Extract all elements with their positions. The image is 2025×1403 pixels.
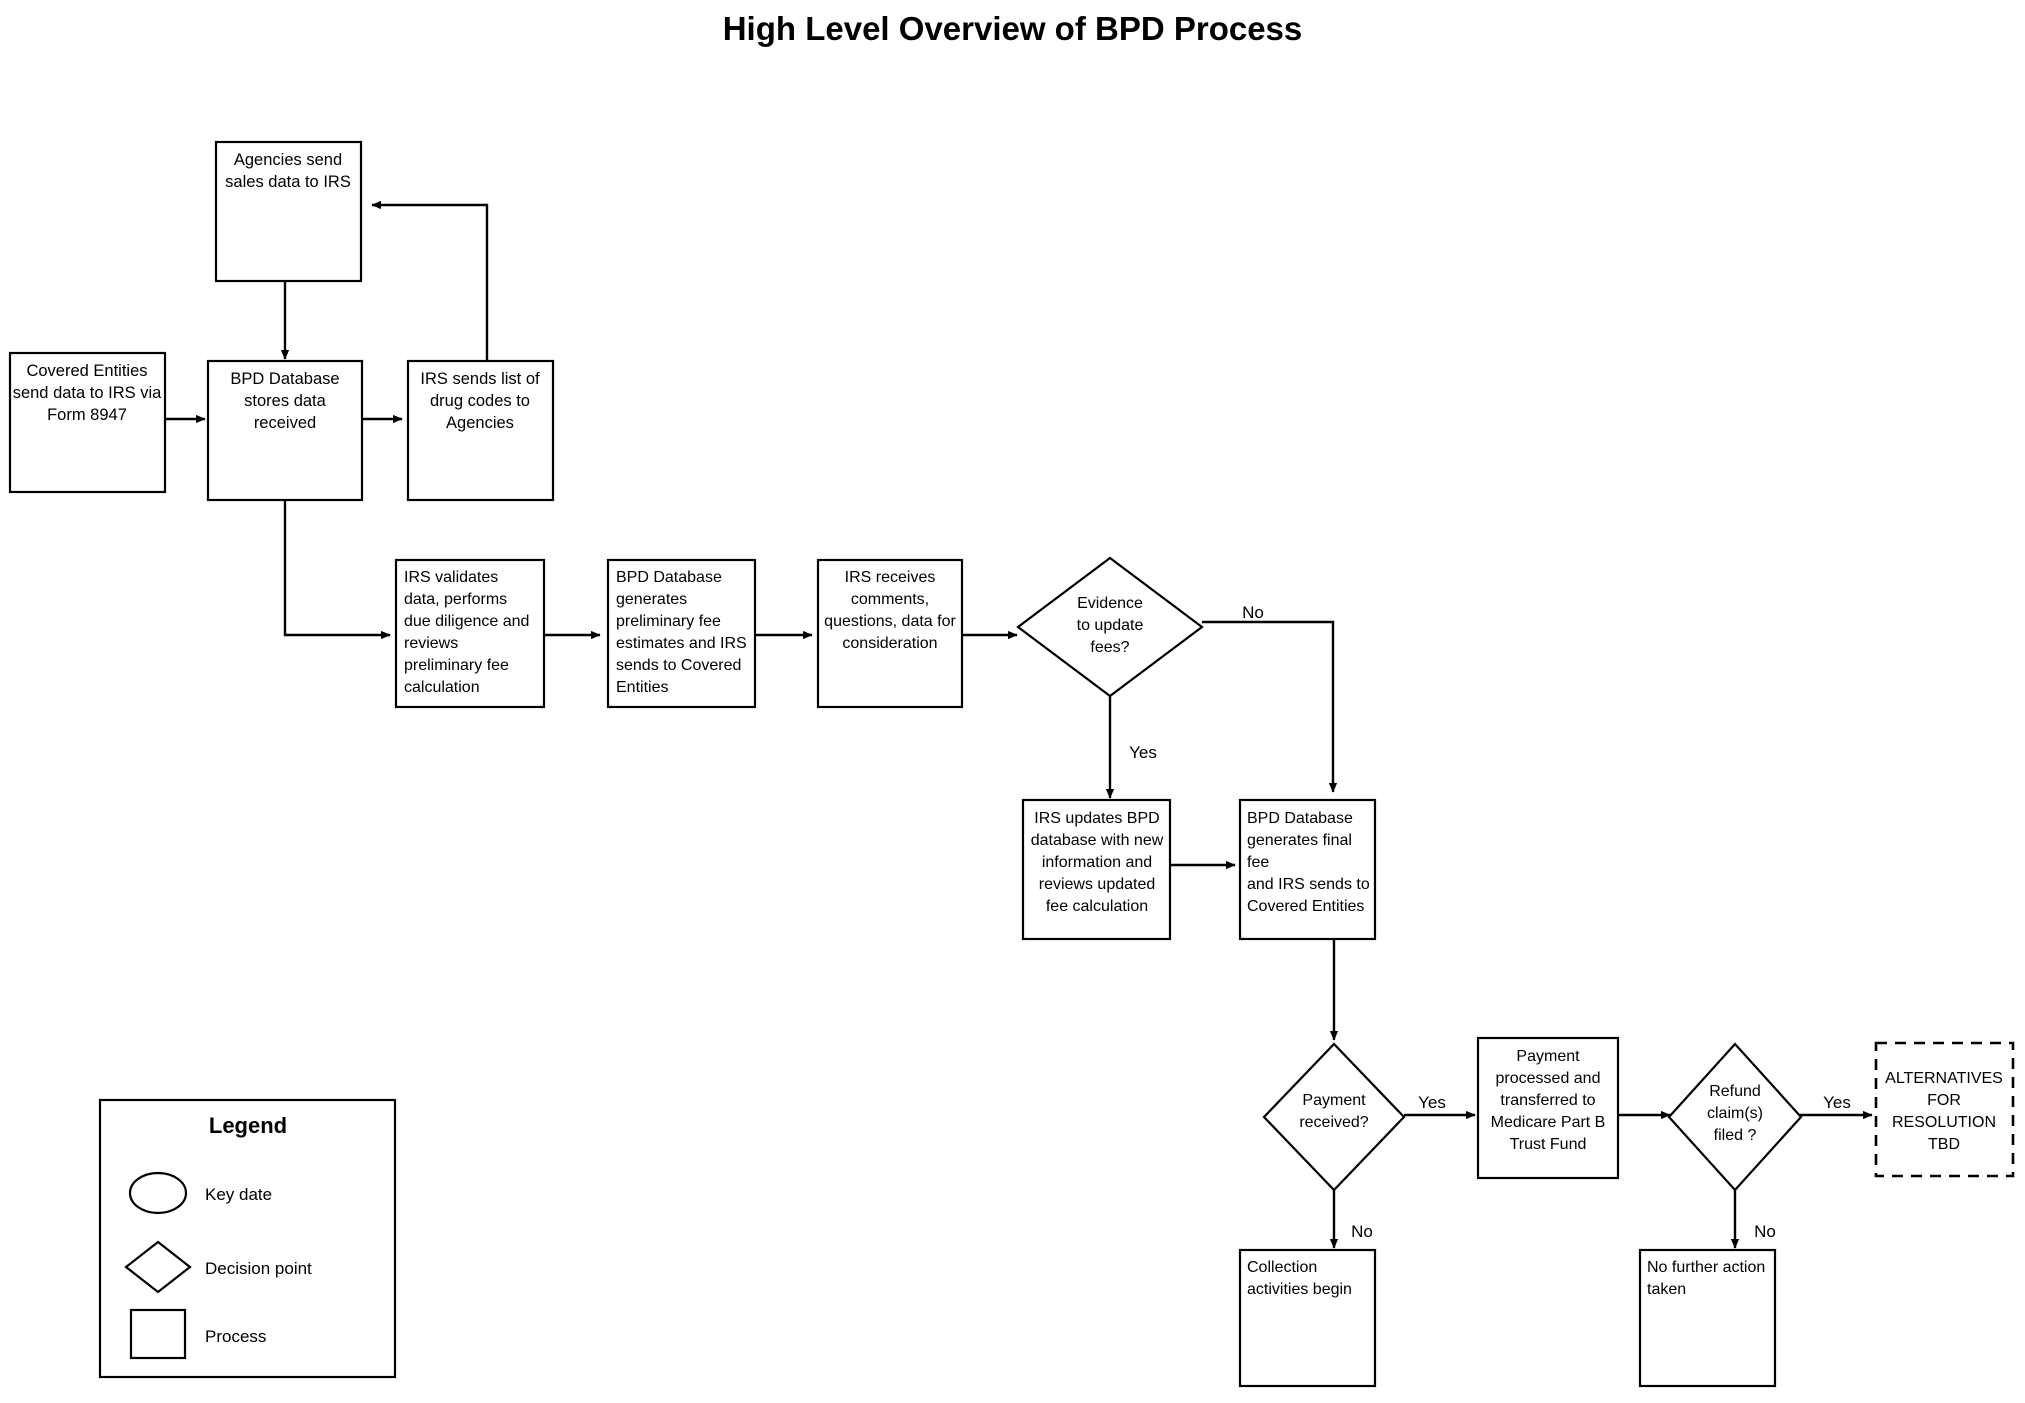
node-refund-claims-filed-decision[interactable]: Refund claim(s) filed ? (1667, 1042, 1803, 1192)
node-irs-receives-comments[interactable]: IRS receives comments, questions, data f… (816, 558, 964, 709)
node-line: consideration (842, 635, 937, 652)
node-line: preliminary fee (616, 613, 721, 630)
edge-bpdstores-to-irsvalidates (283, 500, 391, 640)
node-line: Trust Fund (1510, 1136, 1587, 1153)
key-date-icon (128, 1171, 188, 1215)
legend-label-key-date: Key date (205, 1185, 272, 1204)
node-collection-activities-begin[interactable]: Collection activities begin (1238, 1248, 1377, 1388)
node-line: Payment (1302, 1092, 1366, 1109)
node-line: BPD Database (1247, 810, 1353, 827)
node-line: generates final (1247, 832, 1352, 849)
node-covered-entities-send-data[interactable]: Covered Entities send data to IRS via Fo… (8, 351, 167, 494)
node-line: and IRS sends to (1247, 876, 1370, 893)
node-no-further-action-taken[interactable]: No further action taken (1638, 1248, 1777, 1388)
node-line: due diligence and (404, 613, 529, 630)
node-line: IRS validates (404, 569, 498, 586)
legend-title: Legend (209, 1113, 287, 1138)
node-line: activities begin (1247, 1281, 1352, 1298)
node-line: IRS sends list of (420, 370, 540, 388)
node-line: ALTERNATIVES (1885, 1070, 2003, 1087)
node-bpd-database-generates-preliminary-fee[interactable]: BPD Database generates preliminary fee e… (606, 558, 757, 709)
node-line: preliminary fee (404, 657, 509, 674)
edge-label-layer: No Yes Yes No Yes No (1129, 603, 1851, 1241)
node-payment-received-decision[interactable]: Payment received? (1262, 1042, 1406, 1192)
edge-label-refund-no: No (1754, 1222, 1776, 1241)
node-line: Refund (1709, 1083, 1761, 1100)
node-line: fees? (1090, 639, 1129, 656)
node-line: information and (1042, 854, 1152, 871)
node-line: comments, (851, 591, 929, 608)
node-line: Covered Entities (1247, 898, 1364, 915)
node-irs-sends-drug-codes[interactable]: IRS sends list of drug codes to Agencies (406, 359, 555, 502)
node-line: generates (616, 591, 687, 608)
node-line: received? (1299, 1114, 1368, 1131)
edge-label-payment-no: No (1351, 1222, 1373, 1241)
node-line: questions, data for (824, 613, 956, 630)
node-line: IRS updates BPD (1034, 810, 1159, 827)
decision-point-icon (124, 1240, 192, 1294)
node-line: Medicare Part B (1491, 1114, 1606, 1131)
legend-label-process: Process (205, 1327, 266, 1346)
edge-label-refund-yes: Yes (1823, 1093, 1851, 1112)
node-line: Form 8947 (47, 406, 127, 424)
node-line: Collection (1247, 1259, 1317, 1276)
node-line: send data to IRS via (13, 384, 162, 402)
node-alternatives-for-resolution-tbd[interactable]: ALTERNATIVES FOR RESOLUTION TBD (1874, 1041, 2015, 1178)
edge-layer: down to BPD final fee --> down to IRS up… (165, 200, 1873, 1249)
node-irs-validates-data[interactable]: IRS validates data, performs due diligen… (394, 558, 546, 709)
page-title: High Level Overview of BPD Process (722, 10, 1303, 47)
node-line: drug codes to (430, 392, 530, 410)
node-line: transferred to (1500, 1092, 1595, 1109)
node-line: fee (1247, 854, 1269, 871)
node-line: BPD Database (616, 569, 722, 586)
node-line: to update (1077, 617, 1144, 634)
process-icon (129, 1308, 187, 1360)
node-line: BPD Database (230, 370, 339, 388)
edge-drugcodes-to-agencies (371, 200, 489, 370)
node-line: calculation (404, 679, 480, 696)
legend: Legend Key date Decision point Process (98, 1098, 397, 1379)
node-line: received (254, 414, 316, 432)
node-line: sales data to IRS (225, 173, 351, 191)
edge-evidence-no-to-bpdfinal (1202, 620, 1338, 793)
node-line: Agencies (446, 414, 514, 432)
node-line: IRS receives (845, 569, 936, 586)
node-line: RESOLUTION (1892, 1114, 1996, 1131)
node-payment-processed-transferred[interactable]: Payment processed and transferred to Med… (1476, 1036, 1620, 1180)
node-agencies-send-sales-data[interactable]: Agencies send sales data to IRS (214, 140, 363, 283)
node-evidence-to-update-fees-decision[interactable]: Evidence to update fees? (1016, 556, 1204, 698)
node-line: FOR (1927, 1092, 1961, 1109)
node-irs-updates-bpd-database[interactable]: IRS updates BPD database with new inform… (1021, 798, 1172, 941)
node-line: No further action (1647, 1259, 1765, 1276)
node-line: Payment (1516, 1048, 1580, 1065)
node-bpd-database-generates-final-fee[interactable]: BPD Database generates final fee and IRS… (1238, 798, 1377, 941)
node-line: filed ? (1714, 1127, 1757, 1144)
node-line: reviews (404, 635, 458, 652)
node-line: sends to Covered (616, 657, 741, 674)
node-line: Agencies send (234, 151, 342, 169)
legend-label-decision-point: Decision point (205, 1259, 312, 1278)
edge-label-payment-yes: Yes (1418, 1093, 1446, 1112)
node-line: database with new (1031, 832, 1164, 849)
node-line: claim(s) (1707, 1105, 1763, 1122)
node-line: estimates and IRS (616, 635, 747, 652)
node-line: Evidence (1077, 595, 1143, 612)
node-line: fee calculation (1046, 898, 1148, 915)
node-line: Entities (616, 679, 668, 696)
node-line: TBD (1928, 1136, 1960, 1153)
node-line: Covered Entities (26, 362, 147, 380)
node-line: taken (1647, 1281, 1686, 1298)
node-line: stores data (244, 392, 326, 410)
edge-label-evidence-no: No (1242, 603, 1264, 622)
node-bpd-database-stores-data[interactable]: BPD Database stores data received (206, 359, 364, 502)
node-line: processed and (1496, 1070, 1601, 1087)
edge-label-evidence-yes: Yes (1129, 743, 1157, 762)
node-line: reviews updated (1039, 876, 1156, 893)
node-line: data, performs (404, 591, 507, 608)
